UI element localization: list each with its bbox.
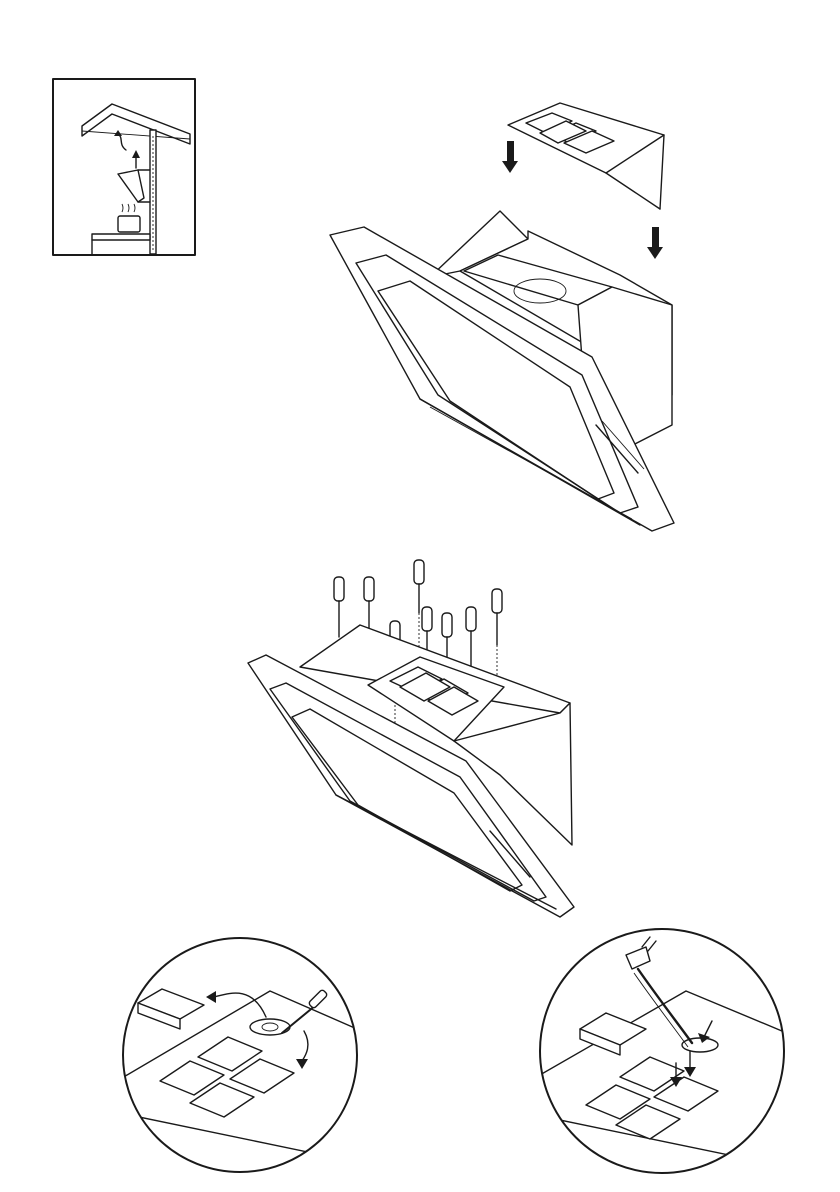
screw-fixing bbox=[240, 555, 590, 920]
carbon-filter-icon bbox=[138, 989, 204, 1029]
extraction-arrow-icon bbox=[114, 130, 140, 168]
power-cable-detail bbox=[536, 925, 786, 1175]
power-plug-icon bbox=[626, 937, 656, 969]
filter-removal-detail bbox=[120, 935, 360, 1175]
filter-plate-installation bbox=[300, 95, 690, 535]
cooking-pot-icon bbox=[118, 204, 140, 232]
recirculation-diagram bbox=[52, 78, 196, 256]
